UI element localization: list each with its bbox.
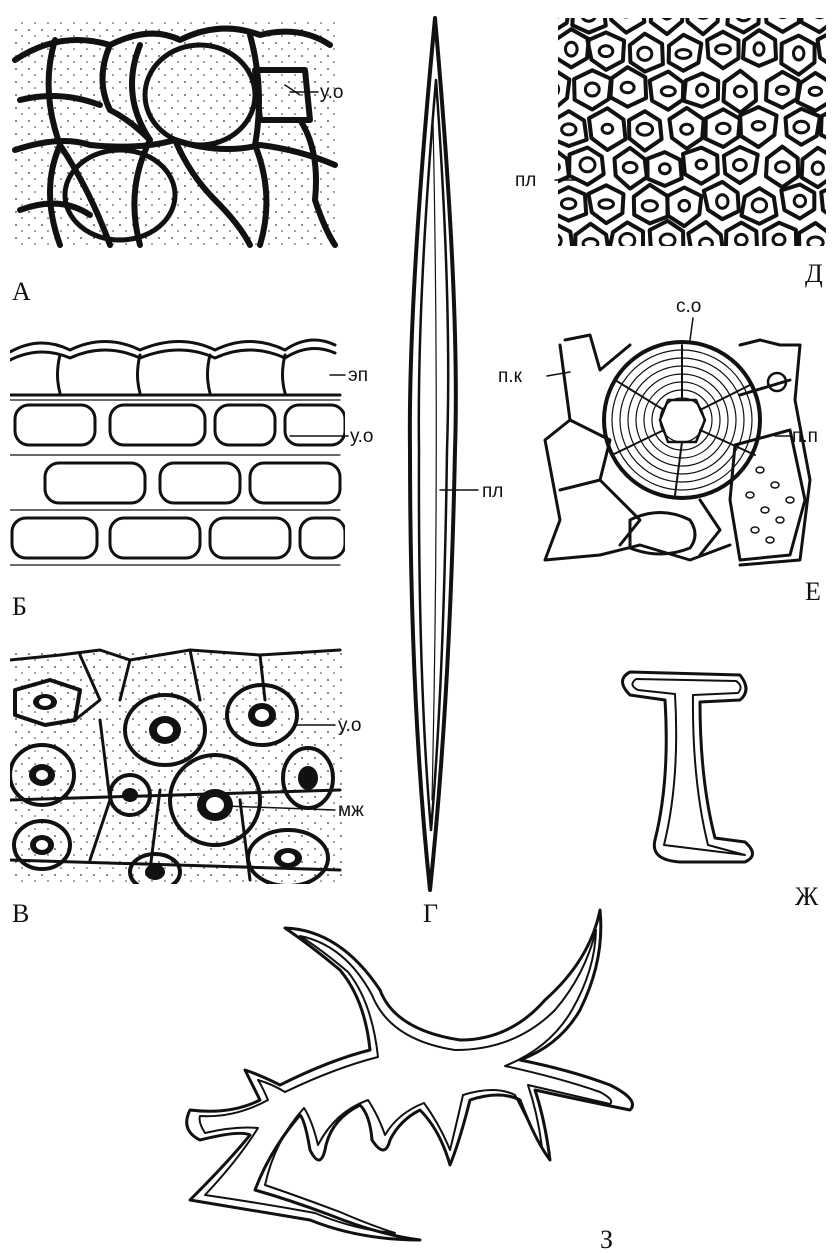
panel-g-letter: Г <box>423 899 438 928</box>
stone-cell-lumen <box>777 8 789 17</box>
stone-cell-lumen <box>662 6 673 19</box>
label-b-uo: у.о <box>350 426 373 447</box>
label-b-ep: эп <box>348 365 368 386</box>
stone-cell-lumen <box>831 121 840 130</box>
panel-e-letter: Е <box>805 577 821 606</box>
stone-cell-lumen <box>812 6 826 18</box>
panel-z-letter: З <box>600 1225 613 1253</box>
label-e-pk: п.к <box>498 366 523 387</box>
label-v-uo: у.о <box>338 715 361 736</box>
label-e-so: с.о <box>676 296 701 317</box>
label-d-pl: пл <box>515 170 536 191</box>
label-e-pp: п.п <box>792 426 818 447</box>
panel-a-drawing <box>10 18 340 250</box>
panel-d-drawing <box>535 0 840 265</box>
panel-g-drawing <box>410 18 456 890</box>
label-v-mzh: мж <box>338 800 364 821</box>
panel-b-letter: Б <box>12 592 27 621</box>
stone-cell-lumen <box>696 8 710 18</box>
label-g-pl: пл <box>482 481 503 502</box>
panel-v-drawing <box>10 648 345 890</box>
label-a-uo: у.о <box>320 82 343 103</box>
panel-z-drawing <box>187 910 633 1240</box>
stone-cell-lumen <box>828 43 840 56</box>
panel-e-drawing <box>545 335 810 565</box>
stone-cell-lumen <box>620 6 633 17</box>
stone-cell-lumen <box>831 196 840 208</box>
panel-zh-letter: Ж <box>795 882 819 911</box>
panel-a-letter: А <box>12 277 31 306</box>
stone-cell-lumen <box>546 163 560 172</box>
panel-v-letter: В <box>12 899 29 928</box>
panel-zh-drawing <box>623 672 753 862</box>
stone-cell-lumen <box>545 9 559 19</box>
panel-d-letter: Д <box>805 259 823 288</box>
stone-cell-lumen <box>546 83 559 97</box>
panel-b-drawing <box>10 340 345 565</box>
